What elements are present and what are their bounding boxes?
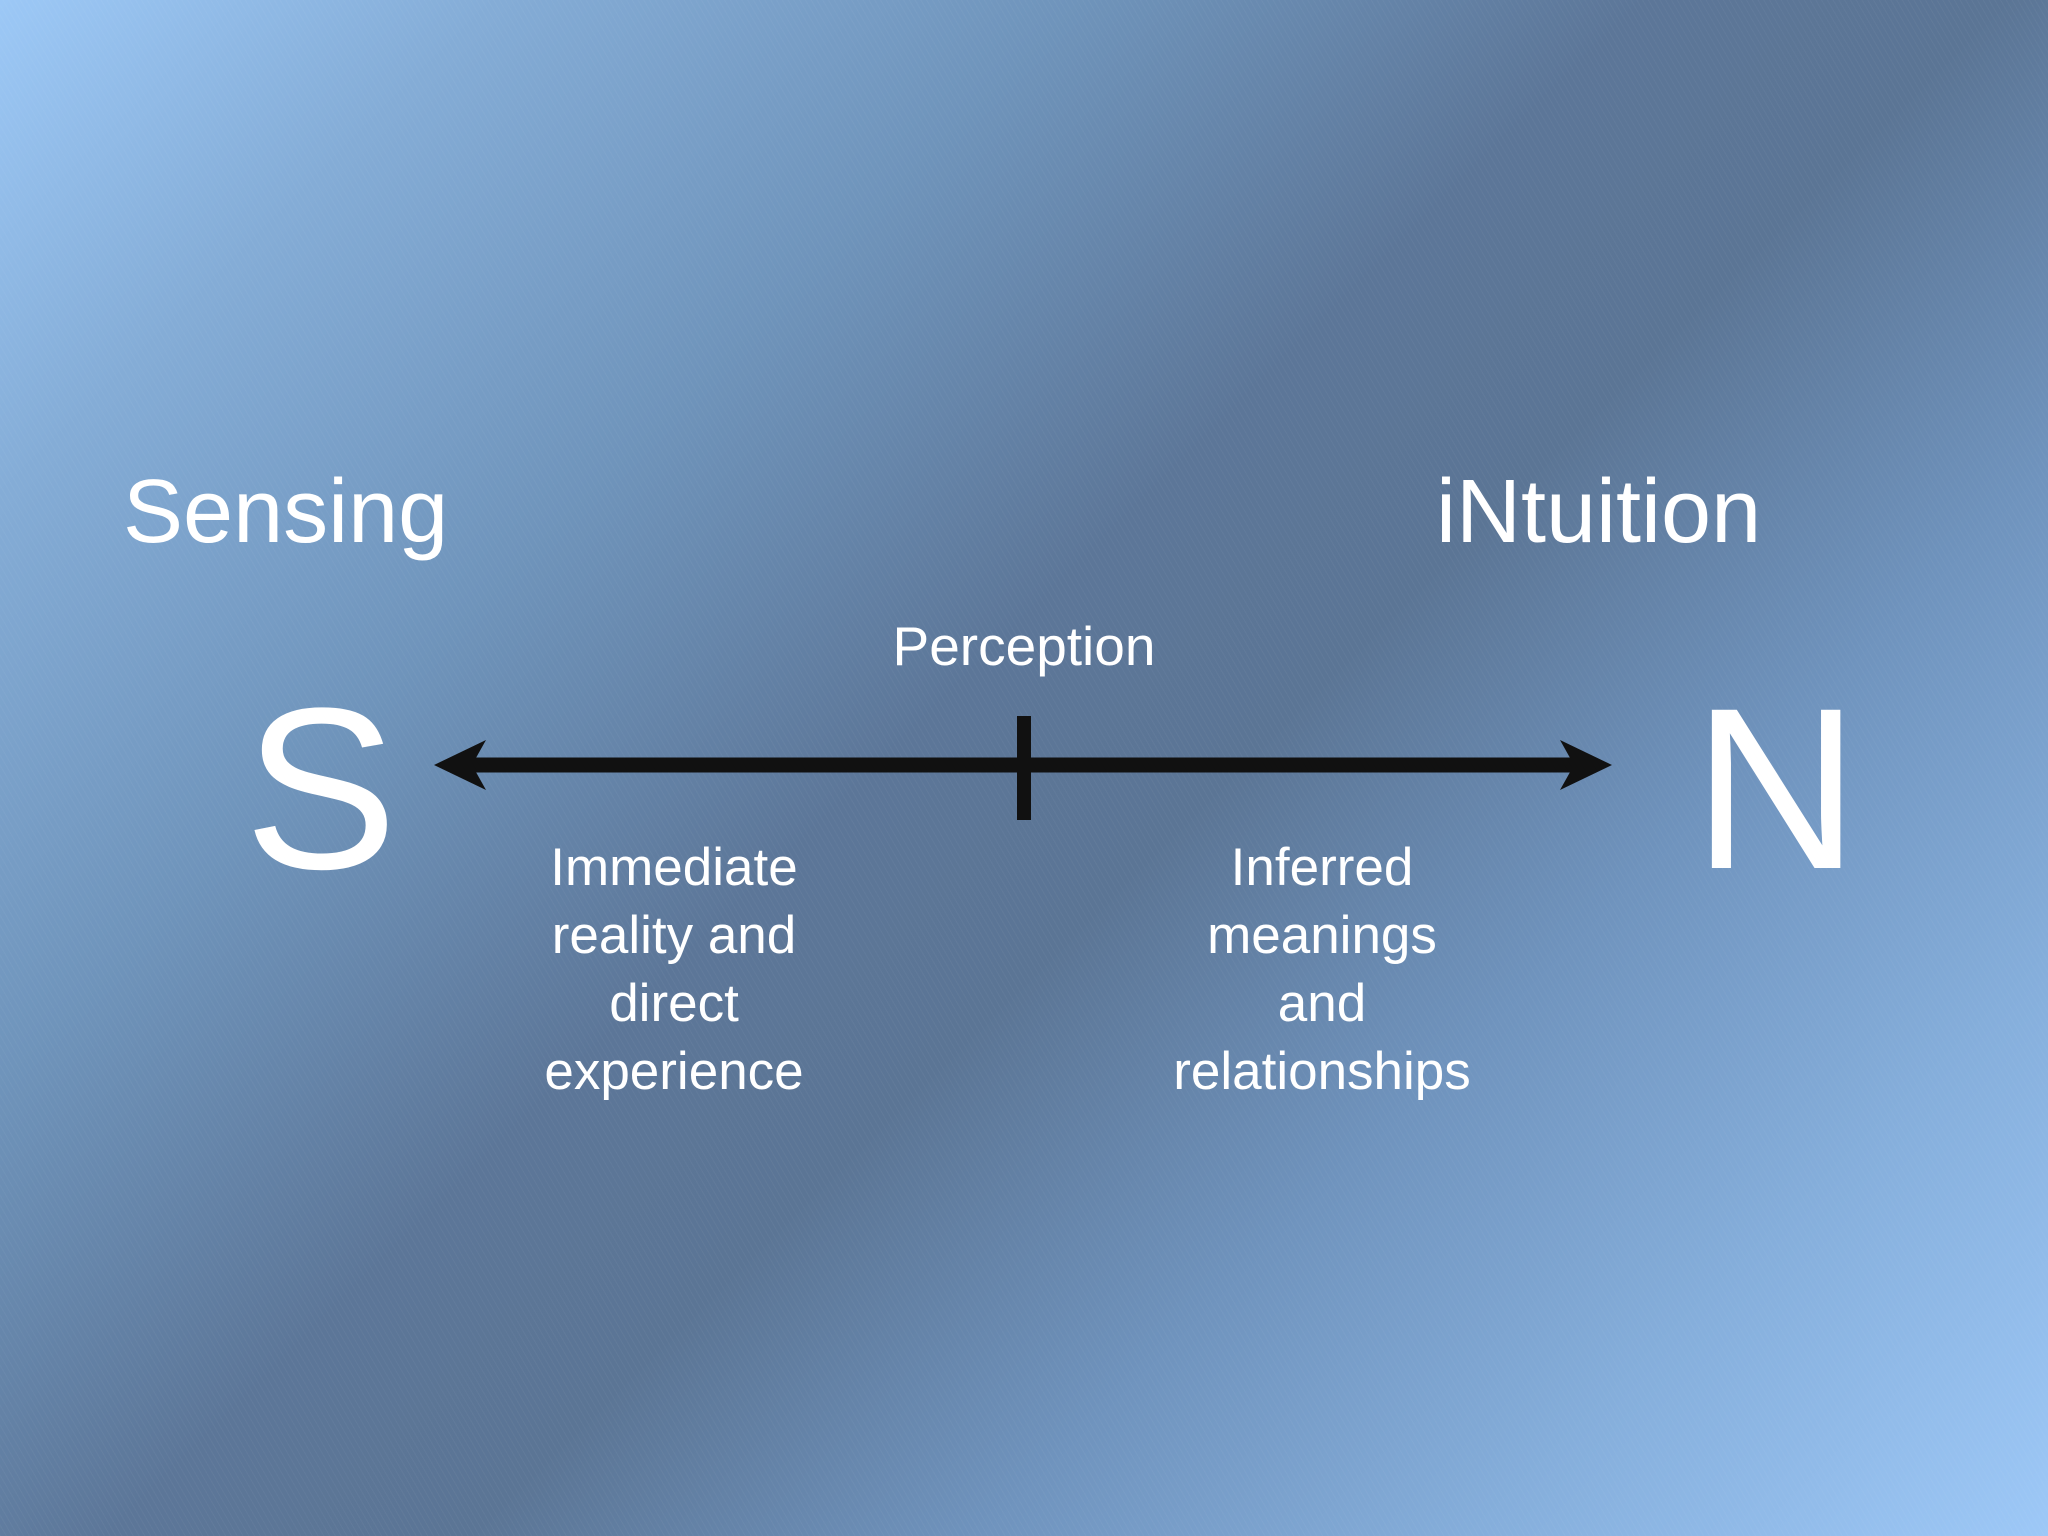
sensing-letter: S [244, 660, 398, 917]
intuition-description-line: meanings [1207, 906, 1437, 965]
sensing-description-line: experience [544, 1042, 804, 1101]
sensing-description-line: Immediate [550, 838, 798, 897]
sensing-description: Immediate reality and direct experience [464, 834, 884, 1106]
intuition-description: Inferred meanings and relationships [1112, 834, 1532, 1106]
intuition-title: iNtuition [1436, 462, 1762, 562]
right-arrowhead [1560, 740, 1612, 790]
sensing-title: Sensing [123, 462, 449, 562]
left-arrowhead [434, 740, 486, 790]
intuition-letter: N [1693, 660, 1860, 917]
intuition-description-line: relationships [1173, 1042, 1471, 1101]
sensing-description-line: direct [609, 974, 739, 1033]
intuition-description-line: Inferred [1230, 838, 1414, 897]
intuition-description-line: and [1277, 974, 1367, 1033]
sensing-description-line: reality and [551, 906, 797, 965]
perception-label: Perception [892, 615, 1156, 677]
